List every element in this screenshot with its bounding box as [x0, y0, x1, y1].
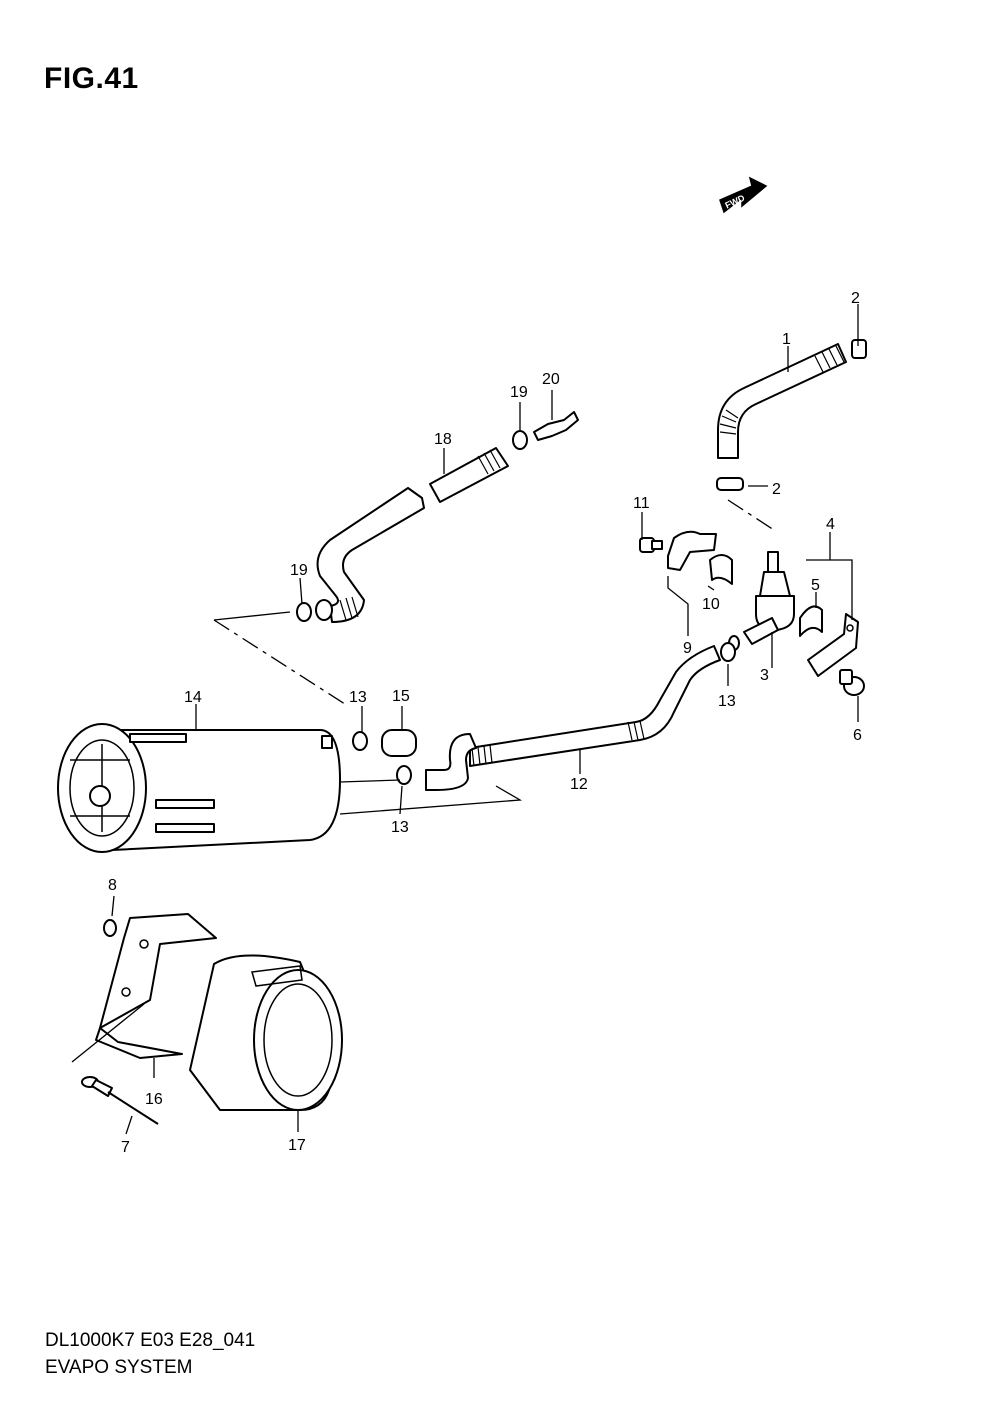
callout-14: 14 — [184, 689, 202, 706]
callout-11: 11 — [633, 495, 650, 512]
valve-3 — [728, 551, 795, 651]
model-code: DL1000K7 E03 E28_041 — [45, 1330, 256, 1351]
system-name: EVAPO SYSTEM — [45, 1357, 193, 1378]
fwd-arrow-icon: FWD — [719, 176, 768, 214]
figure-title: FIG.41 — [44, 62, 139, 95]
callout-17: 17 — [288, 1137, 306, 1154]
callout-6: 6 — [853, 727, 862, 744]
callout-5: 5 — [811, 577, 820, 594]
callout-13-b: 13 — [391, 819, 409, 836]
callout-19-a: 19 — [290, 562, 308, 579]
joint-15 — [381, 729, 417, 757]
clamp-13 — [352, 642, 736, 785]
callout-10: 10 — [702, 596, 720, 613]
bracket-4 — [799, 605, 859, 677]
callout-3: 3 — [760, 667, 769, 684]
callout-19-b: 19 — [510, 384, 528, 401]
hose-18 — [296, 411, 579, 623]
hose-1 — [716, 339, 867, 491]
callout-7: 7 — [121, 1139, 130, 1156]
callout-2-mid: 2 — [772, 481, 781, 498]
callout-8: 8 — [108, 877, 117, 894]
callout-4: 4 — [826, 516, 835, 533]
clamp-9 — [639, 530, 733, 585]
callout-1: 1 — [782, 331, 791, 348]
canister-14 — [57, 723, 341, 853]
callout-15: 15 — [392, 688, 410, 705]
callout-13-c: 13 — [718, 693, 736, 710]
callout-9: 9 — [683, 640, 692, 657]
rivet-7 — [81, 1076, 159, 1125]
callout-2-top: 2 — [851, 290, 860, 307]
callout-12: 12 — [570, 776, 588, 793]
bracket-16 — [95, 913, 217, 1059]
bolt-6 — [839, 669, 865, 696]
callout-20: 20 — [542, 371, 560, 388]
callout-13-a: 13 — [349, 689, 367, 706]
callout-18: 18 — [434, 431, 452, 448]
cover-17 — [189, 954, 343, 1111]
callout-16: 16 — [145, 1091, 163, 1108]
hose-12 — [425, 645, 721, 791]
